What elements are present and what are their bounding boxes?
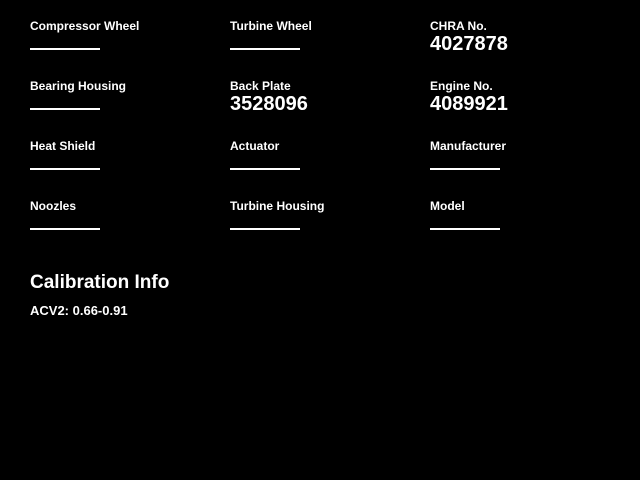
field-label: Back Plate (230, 79, 291, 93)
empty-field-underline (30, 228, 100, 230)
field-manufacturer[interactable]: Manufacturer (430, 139, 620, 183)
field-label: Actuator (230, 139, 280, 153)
calibration-acv2-value: ACV2: 0.66-0.91 (30, 303, 128, 318)
field-label: Bearing Housing (30, 79, 127, 93)
empty-field-underline (30, 108, 100, 110)
field-label: Engine No. (430, 79, 493, 93)
field-label: Noozles (30, 199, 77, 213)
field-value: 4089921 (430, 93, 508, 115)
field-turbine-housing[interactable]: Turbine Housing (230, 199, 420, 243)
field-back-plate[interactable]: Back Plate 3528096 (230, 79, 420, 123)
field-compressor-wheel[interactable]: Compressor Wheel (30, 19, 220, 63)
calibration-info-title: Calibration Info (30, 272, 170, 293)
field-heat-shield[interactable]: Heat Shield (30, 139, 220, 183)
field-label: Heat Shield (30, 139, 96, 153)
field-label: CHRA No. (430, 19, 487, 33)
empty-field-underline (230, 228, 300, 230)
field-chra-no[interactable]: CHRA No. 4027878 (430, 19, 620, 63)
field-label: Turbine Housing (230, 199, 325, 213)
field-value: 4027878 (430, 33, 508, 55)
field-label: Model (430, 199, 465, 213)
field-model[interactable]: Model (430, 199, 620, 243)
field-noozles[interactable]: Noozles (30, 199, 220, 243)
field-value: 3528096 (230, 93, 308, 115)
empty-field-underline (430, 168, 500, 170)
field-label: Compressor Wheel (30, 19, 140, 33)
field-actuator[interactable]: Actuator (230, 139, 420, 183)
empty-field-underline (230, 168, 300, 170)
field-bearing-housing[interactable]: Bearing Housing (30, 79, 220, 123)
empty-field-underline (30, 48, 100, 50)
field-turbine-wheel[interactable]: Turbine Wheel (230, 19, 420, 63)
field-engine-no[interactable]: Engine No. 4089921 (430, 79, 620, 123)
field-label: Turbine Wheel (230, 19, 312, 33)
empty-field-underline (430, 228, 500, 230)
field-label: Manufacturer (430, 139, 507, 153)
empty-field-underline (230, 48, 300, 50)
empty-field-underline (30, 168, 100, 170)
